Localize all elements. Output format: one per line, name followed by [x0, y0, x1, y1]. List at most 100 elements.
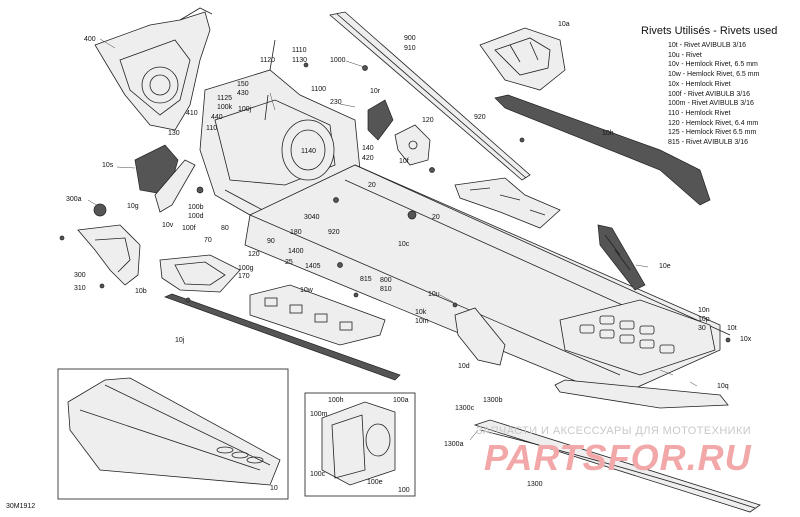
plate-10n — [559, 299, 716, 376]
callout-label[interactable]: 300 — [74, 272, 86, 279]
legend-item: 10x - Hemlock Rivet — [668, 80, 731, 88]
callout-label[interactable]: 815 — [360, 276, 372, 283]
callout-label[interactable]: 440 — [211, 114, 223, 121]
callout-label[interactable]: 100b — [188, 204, 204, 211]
callout-label[interactable]: 3040 — [304, 214, 320, 221]
callout-label[interactable]: 100e — [367, 479, 383, 486]
callout-label[interactable]: 1000 — [330, 57, 346, 64]
callout-label[interactable]: 150 — [237, 81, 249, 88]
callout-label[interactable]: 100h — [328, 397, 344, 404]
strip-10j — [164, 293, 401, 381]
callout-label[interactable]: 10d — [458, 363, 470, 370]
callout-label[interactable]: 20 — [432, 214, 440, 221]
callout-label[interactable]: 1405 — [305, 263, 321, 270]
callout-label[interactable]: 900 — [404, 35, 416, 42]
callout-label[interactable]: 10x — [740, 336, 752, 343]
bracket-10a — [479, 27, 566, 91]
bracket-300 — [77, 224, 141, 286]
callout-label[interactable]: 100g — [238, 265, 254, 272]
callout-label[interactable]: 100m — [310, 411, 328, 418]
watermark-text: ЗАПЧАСТИ И АКСЕССУАРЫ ДЛЯ МОТОТЕХНИКИ — [476, 425, 752, 437]
legend-item: 815 - Rivet AVIBULB 3/16 — [668, 139, 749, 147]
callout-label[interactable]: 10s — [102, 162, 114, 169]
callout-label[interactable]: 120 — [248, 251, 260, 258]
callout-label[interactable]: 10g — [127, 203, 139, 210]
callout-label[interactable]: 920 — [328, 229, 340, 236]
callout-label[interactable]: 410 — [186, 110, 198, 117]
callout-label[interactable]: 1300a — [444, 441, 464, 448]
callout-label[interactable]: 30 — [698, 325, 706, 332]
callout-label[interactable]: 100d — [188, 213, 204, 220]
callout-label[interactable]: 25 — [285, 259, 293, 266]
brace-10c — [454, 177, 561, 229]
callout-label[interactable]: 1400 — [288, 248, 304, 255]
callout-label[interactable]: 130 — [168, 130, 180, 137]
callout-label[interactable]: 10j — [175, 337, 185, 344]
callout-label[interactable]: 10v — [162, 222, 174, 229]
callout-label[interactable]: 100c — [310, 471, 326, 478]
bracket-10r — [367, 99, 394, 141]
callout-label[interactable]: 10e — [659, 263, 671, 270]
callout-label[interactable]: 100j — [238, 106, 252, 113]
callout-label[interactable]: 10f — [399, 158, 409, 165]
callout-label[interactable]: 10b — [135, 288, 147, 295]
callout-label[interactable]: 10n — [698, 307, 710, 314]
callout-label[interactable]: 100k — [217, 104, 233, 111]
rivet-legend: 10t - Rivet AVIBULB 3/16 10u - Rivet 10v… — [668, 41, 759, 148]
leader-lines — [87, 38, 698, 441]
callout-label[interactable]: 10t — [727, 325, 737, 332]
callout-label[interactable]: 1110 — [292, 47, 307, 54]
callout-label[interactable]: 90 — [267, 238, 275, 245]
legend-item: 10w - Hemlock Rivet, 6.5 mm — [668, 71, 760, 79]
callout-label[interactable]: 10p — [698, 316, 710, 323]
front-bulkhead — [199, 39, 361, 231]
callout-label[interactable]: 100a — [393, 397, 409, 404]
bumper-1300 — [473, 419, 761, 513]
callout-label[interactable]: 300a — [66, 196, 82, 203]
callout-label[interactable]: 910 — [404, 45, 416, 52]
callout-label[interactable]: 1130 — [292, 57, 308, 64]
callout-label[interactable]: 10u — [428, 291, 440, 298]
callout-label[interactable]: 140 — [362, 145, 374, 152]
rail-10q — [554, 379, 729, 409]
callout-label[interactable]: 170 — [238, 273, 250, 280]
callout-label[interactable]: 10q — [717, 383, 729, 390]
callout-label[interactable]: 1125 — [217, 95, 233, 102]
legend-item: 100m - Rivet AVIBULB 3/16 — [668, 100, 754, 108]
callout-label[interactable]: 430 — [237, 90, 249, 97]
legend-item: 10u - Rivet — [668, 51, 702, 59]
callout-label[interactable]: 70 — [204, 237, 212, 244]
callout-label[interactable]: 400 — [84, 36, 96, 43]
callout-label[interactable]: 310 — [74, 285, 86, 292]
watermark-logo: PARTSFOR.RU — [484, 437, 752, 478]
callout-label[interactable]: 10r — [370, 88, 381, 95]
callout-label[interactable]: 1300b — [483, 397, 503, 404]
callout-label[interactable]: 230 — [330, 99, 342, 106]
callout-label[interactable]: 1300c — [455, 405, 475, 412]
callout-label[interactable]: 10w — [300, 287, 313, 294]
callout-label[interactable]: 920 — [474, 114, 486, 121]
callout-label[interactable]: 800 — [380, 277, 392, 284]
callout-label[interactable]: 10k — [415, 309, 427, 316]
callout-label[interactable]: 10c — [398, 241, 410, 248]
ladder-10w — [249, 284, 386, 346]
callout-label[interactable]: 810 — [380, 286, 392, 293]
callout-label[interactable]: 10 — [270, 485, 278, 492]
callout-label[interactable]: 120 — [422, 117, 434, 124]
callout-label[interactable]: 100f — [182, 225, 196, 232]
callout-label[interactable]: 180 — [290, 229, 302, 236]
callout-label[interactable]: 80 — [221, 225, 229, 232]
callout-label[interactable]: 100 — [398, 487, 410, 494]
callout-label[interactable]: 10a — [558, 21, 570, 28]
callout-label[interactable]: 20 — [368, 182, 376, 189]
callout-label[interactable]: 1300 — [527, 481, 543, 488]
callout-label[interactable]: 110 — [206, 125, 218, 132]
callout-label[interactable]: 1140 — [301, 148, 317, 155]
callout-label[interactable]: 1120 — [260, 57, 276, 64]
fasteners — [59, 62, 731, 343]
callout-label[interactable]: 420 — [362, 155, 374, 162]
callout-label[interactable]: 10m — [415, 318, 429, 325]
callout-label[interactable]: 1100 — [311, 86, 327, 93]
callout-label[interactable]: 10h — [602, 130, 614, 137]
